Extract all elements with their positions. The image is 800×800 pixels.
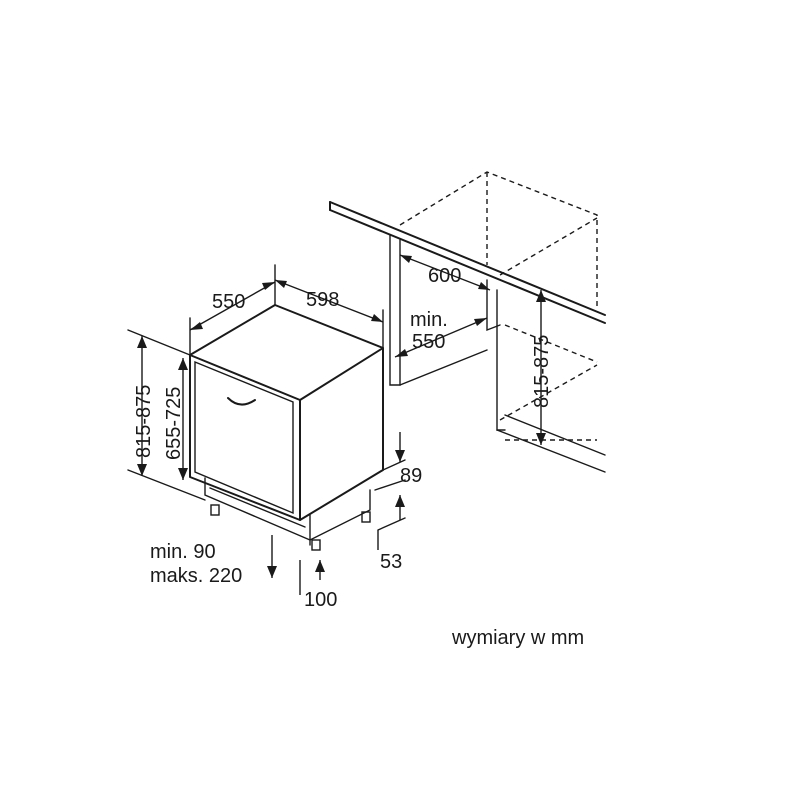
label-max-220: maks. 220: [150, 565, 242, 587]
label-door-height: 655-725: [163, 387, 185, 460]
label-unit-height: 815-875: [133, 385, 155, 458]
label-niche-550: 550: [412, 331, 445, 353]
label-depth-550: 550: [212, 291, 245, 313]
label-min-90: min. 90: [150, 541, 216, 563]
label-niche-min: min.: [410, 309, 448, 331]
label-niche-600: 600: [428, 265, 461, 287]
label-89: 89: [400, 465, 422, 487]
dishwasher-drawing: [127, 264, 406, 595]
caption: wymiary w mm: [451, 627, 584, 649]
label-53: 53: [380, 551, 402, 573]
label-100: 100: [304, 589, 337, 611]
label-niche-height: 815-875: [531, 335, 553, 408]
label-width-598: 598: [306, 289, 339, 311]
niche-drawing: [329, 171, 606, 473]
